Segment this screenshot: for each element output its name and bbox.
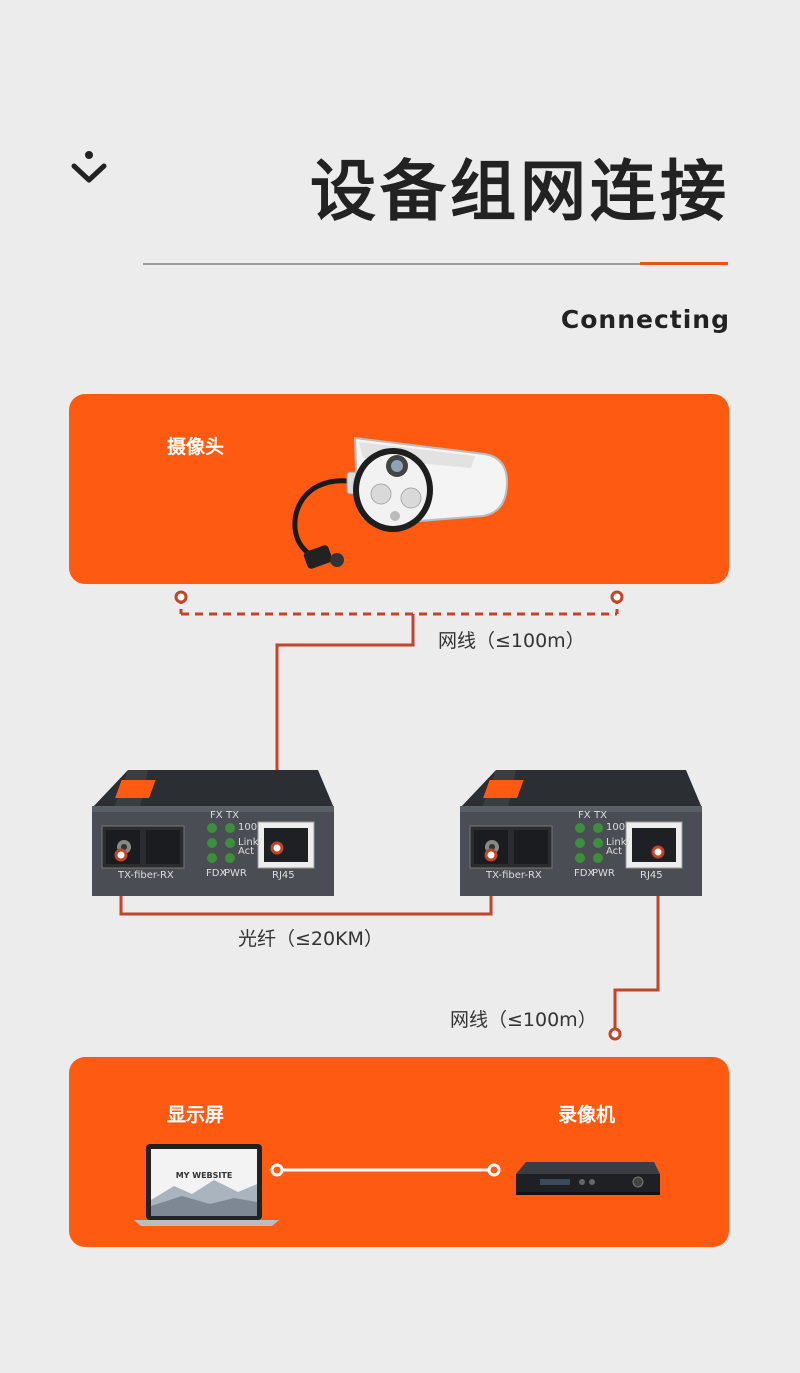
- media-converter-1: FX TX 100 Link/ Act FDX PWR TX-fiber-RX …: [92, 770, 334, 896]
- led-label: FX: [578, 810, 591, 821]
- connector-dot: [174, 590, 188, 604]
- led-label: Act: [606, 846, 622, 857]
- recorder-label: 录像机: [558, 1104, 616, 1126]
- led-label: Link/: [238, 837, 262, 848]
- connector-dot: [270, 1163, 284, 1177]
- monitor-label: 显示屏: [167, 1104, 225, 1126]
- led-label: 100: [606, 822, 625, 833]
- connector-dot: [610, 590, 624, 604]
- cable-label-bottom: 网线（≤100m）: [450, 1009, 597, 1031]
- connector-dot: [484, 848, 498, 862]
- led-label: PWR: [592, 868, 615, 879]
- led-label: PWR: [224, 868, 247, 879]
- cable-label-top: 网线（≤100m）: [438, 630, 585, 652]
- led-label: FDX: [574, 868, 594, 879]
- laptop-icon: MY WEBSITE: [134, 1144, 279, 1226]
- led-label: TX: [593, 810, 607, 821]
- led-label: FX: [210, 810, 223, 821]
- rj45-label: RJ45: [272, 870, 295, 881]
- led-label: Act: [238, 846, 254, 857]
- fiber-port-label: TX-fiber-RX: [485, 870, 542, 881]
- chevron-down-icon: [71, 151, 107, 183]
- cable-line: [275, 614, 415, 848]
- nvr-recorder-icon: [516, 1162, 660, 1195]
- connector-dot: [114, 848, 128, 862]
- connector-dot: [270, 841, 284, 855]
- ip-camera-icon: [292, 436, 509, 569]
- camera-label: 摄像头: [167, 436, 225, 458]
- led-label: FDX: [206, 868, 226, 879]
- led-label: TX: [225, 810, 239, 821]
- rj45-label: RJ45: [640, 870, 663, 881]
- page-subtitle: Connecting: [560, 305, 730, 334]
- connector-dot: [487, 1163, 501, 1177]
- connector-dot: [651, 845, 665, 859]
- fiber-label: 光纤（≤20KM）: [238, 928, 383, 950]
- divider: [143, 263, 640, 265]
- connector-dot: [608, 1027, 622, 1041]
- page-title: 设备组网连接: [310, 153, 730, 230]
- fiber-port-label: TX-fiber-RX: [117, 870, 174, 881]
- divider-accent: [640, 262, 728, 265]
- laptop-screen-text: MY WEBSITE: [176, 1171, 233, 1180]
- cable-line: [613, 852, 660, 1034]
- led-label: 100: [238, 822, 257, 833]
- led-label: Link/: [606, 837, 630, 848]
